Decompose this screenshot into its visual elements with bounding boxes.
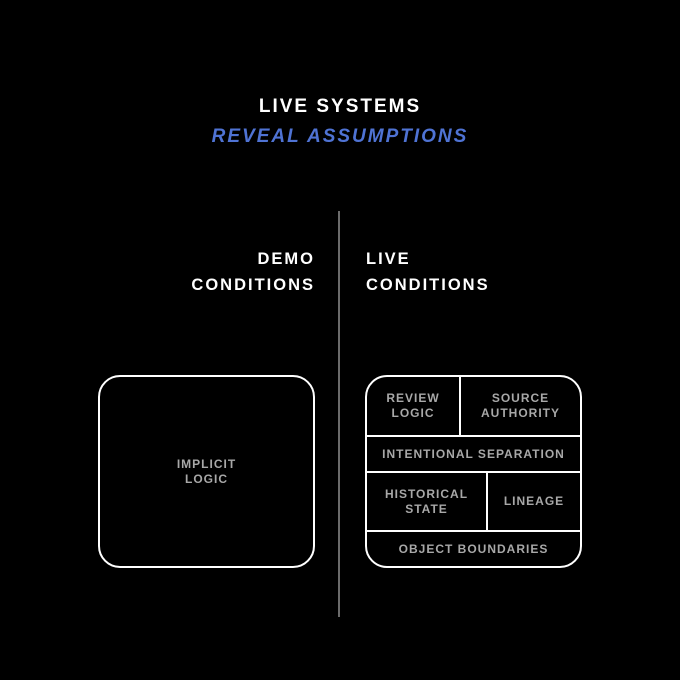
demo-conditions-heading: DEMO CONDITIONS (191, 246, 315, 298)
object-boundaries-cell: OBJECT BOUNDARIES (367, 532, 580, 566)
implicit-logic-label: IMPLICIT LOGIC (177, 457, 236, 487)
live-conditions-grid: REVIEW LOGIC SOURCE AUTHORITY INTENTIONA… (365, 375, 582, 568)
review-logic-line1: REVIEW (386, 391, 440, 405)
implicit-logic-box: IMPLICIT LOGIC (98, 375, 315, 568)
review-logic-cell: REVIEW LOGIC (367, 377, 461, 435)
live-heading-line1: LIVE (366, 250, 411, 268)
source-authority-line2: AUTHORITY (481, 406, 560, 420)
implicit-logic-line1: IMPLICIT (176, 456, 237, 471)
source-authority-cell: SOURCE AUTHORITY (461, 377, 580, 435)
demo-heading-line1: DEMO (257, 250, 315, 268)
lineage-label: LINEAGE (503, 494, 565, 508)
historical-state-label: HISTORICAL STATE (385, 487, 468, 517)
implicit-logic-line2: LOGIC (184, 471, 228, 486)
title-main: LIVE SYSTEMS (258, 96, 422, 117)
live-heading-line2: CONDITIONS (366, 276, 490, 294)
live-conditions-heading: LIVE CONDITIONS (366, 246, 490, 298)
review-logic-line2: LOGIC (391, 406, 435, 420)
source-authority-line1: SOURCE (491, 391, 550, 405)
grid-row-2: INTENTIONAL SEPARATION (367, 437, 580, 473)
historical-state-cell: HISTORICAL STATE (367, 473, 488, 530)
source-authority-label: SOURCE AUTHORITY (481, 391, 560, 421)
object-boundaries-label: OBJECT BOUNDARIES (398, 541, 549, 556)
grid-row-4: OBJECT BOUNDARIES (367, 532, 580, 566)
demo-heading-line2: CONDITIONS (191, 276, 315, 294)
historical-state-line1: HISTORICAL (384, 486, 469, 501)
historical-state-line2: STATE (405, 501, 448, 516)
grid-row-3: HISTORICAL STATE LINEAGE (367, 473, 580, 532)
intentional-separation-label: INTENTIONAL SEPARATION (382, 446, 565, 461)
review-logic-label: REVIEW LOGIC (386, 391, 439, 421)
lineage-cell: LINEAGE (488, 473, 580, 530)
grid-row-1: REVIEW LOGIC SOURCE AUTHORITY (367, 377, 580, 437)
title-subtitle: REVEAL ASSUMPTIONS (211, 126, 469, 147)
center-divider (338, 211, 340, 617)
intentional-separation-cell: INTENTIONAL SEPARATION (367, 437, 580, 471)
